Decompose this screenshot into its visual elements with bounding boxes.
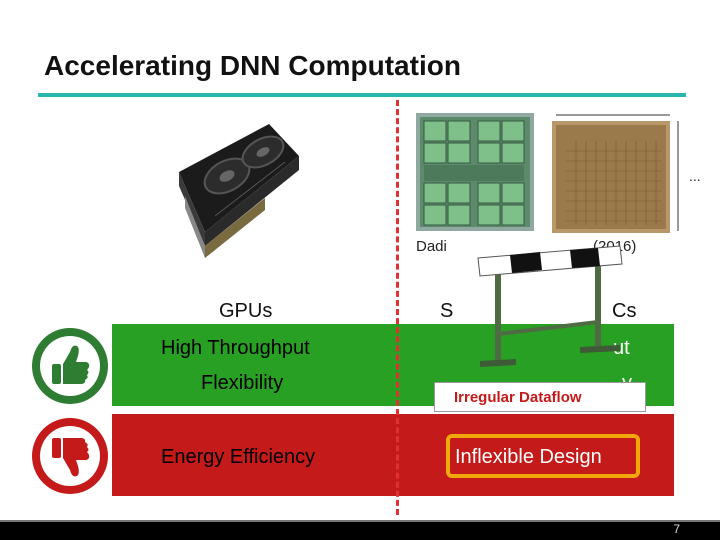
cons-band [28, 414, 674, 496]
title-underline [38, 93, 686, 97]
column-divider [396, 100, 399, 515]
hurdle-image [477, 245, 623, 367]
gpu-pro-flexibility: Flexibility [201, 372, 284, 394]
asics-heading-suffix: Cs [612, 300, 637, 322]
irregular-dataflow-label: Irregular Dataflow [454, 389, 582, 406]
thumbs-down-icon [32, 418, 108, 494]
footer-bar [0, 520, 720, 540]
asic-pro-throughput-fragment: ut [613, 337, 630, 359]
gpu-card-image [179, 124, 299, 258]
asics-heading-prefix: S [440, 300, 454, 322]
ellipsis-text: ... [689, 168, 701, 184]
gpu-pro-throughput: High Throughput [161, 337, 310, 359]
chip-caption-head: Dadi [416, 238, 447, 255]
accelerator-chip-image [416, 113, 679, 233]
gpus-heading: GPUs [219, 300, 273, 322]
irregular-dataflow-callout [434, 382, 646, 412]
inflexible-design-highlight [446, 434, 640, 478]
gpu-con-energy: Energy Efficiency [161, 446, 316, 468]
slide-title: Accelerating DNN Computation [44, 50, 461, 81]
thumbs-up-icon [32, 328, 108, 404]
page-number: 7 [673, 522, 680, 536]
asic-con-inflexible: Inflexible Design [455, 446, 602, 468]
